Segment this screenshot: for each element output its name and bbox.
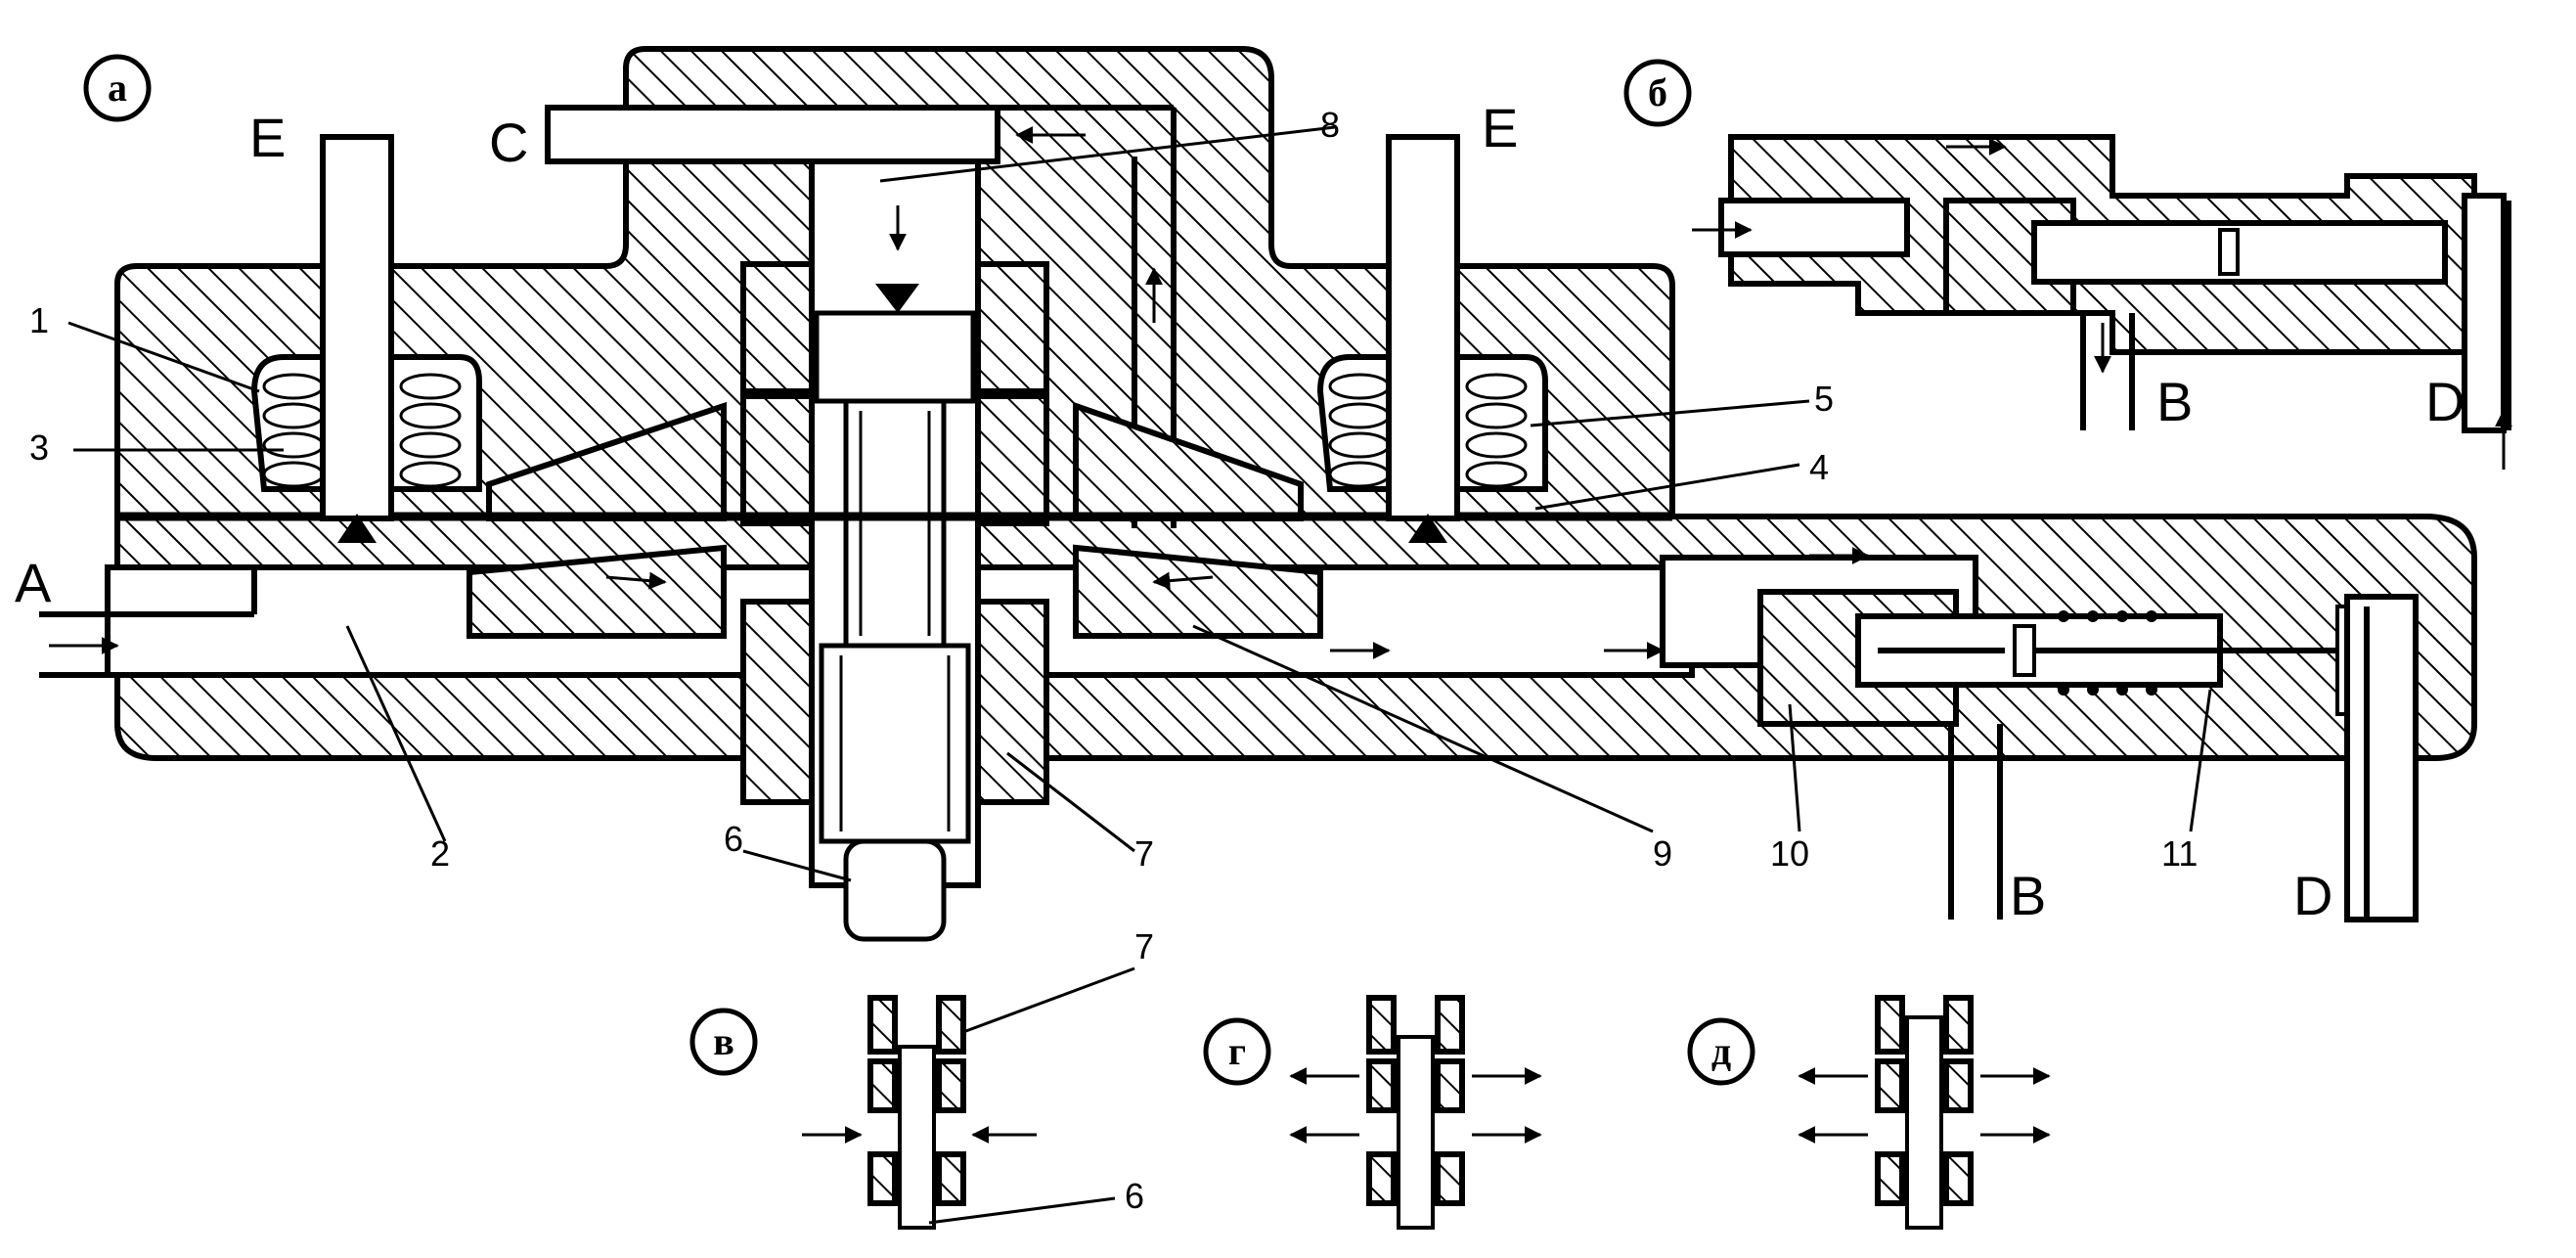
leader-lines bbox=[67, 125, 2212, 882]
panel-label-d: д bbox=[1711, 1029, 1731, 1073]
detail-g bbox=[1289, 995, 1542, 1230]
part-number-11: 11 bbox=[2161, 833, 2198, 874]
part-number-9: 9 bbox=[1653, 833, 1672, 874]
flow-arrows bbox=[49, 126, 1870, 659]
part-number-1: 1 bbox=[29, 300, 49, 340]
panel-label-v: в bbox=[713, 1019, 734, 1063]
port-label-e-right: E bbox=[1482, 97, 1518, 158]
part-number-8: 8 bbox=[1320, 105, 1340, 145]
part-number-10: 10 bbox=[1770, 833, 1809, 874]
left-spring bbox=[262, 373, 462, 488]
part-number-2: 2 bbox=[430, 833, 450, 874]
port-label-b-main: B bbox=[2010, 865, 2046, 926]
port-label-e-left: E bbox=[249, 107, 286, 168]
part-number-6: 6 bbox=[724, 819, 743, 859]
right-spring bbox=[1328, 373, 1528, 488]
detail-v bbox=[802, 995, 1037, 1230]
port-label-b-inset: B bbox=[2156, 371, 2193, 432]
part-number-4: 4 bbox=[1809, 447, 1829, 487]
detail-d bbox=[1798, 995, 2051, 1230]
part-number-7-detail: 7 bbox=[1134, 926, 1154, 966]
part-number-7: 7 bbox=[1134, 833, 1154, 874]
part-number-3: 3 bbox=[29, 427, 49, 468]
panel-label-a: а bbox=[108, 66, 127, 110]
panel-label-b: б bbox=[1648, 70, 1667, 114]
port-label-d-inset: D bbox=[2425, 371, 2465, 432]
part-number-6-detail: 6 bbox=[1125, 1176, 1144, 1216]
panel-label-g: г bbox=[1228, 1029, 1246, 1073]
port-label-c: C bbox=[489, 112, 528, 173]
spring-11 bbox=[2058, 610, 2157, 696]
port-label-d-main: D bbox=[2293, 865, 2332, 926]
port-label-a: A bbox=[15, 552, 52, 613]
inset-b bbox=[1692, 134, 2512, 470]
part-number-5: 5 bbox=[1814, 379, 1834, 419]
main-valve-body bbox=[39, 46, 2477, 942]
